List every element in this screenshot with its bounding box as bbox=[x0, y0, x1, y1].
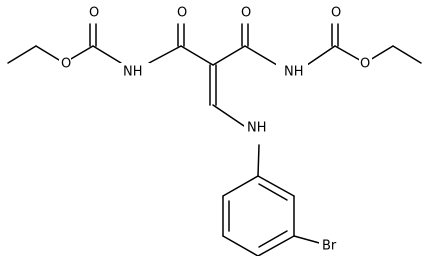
label-bg-o-center-left bbox=[176, 5, 189, 21]
ring-bond-6 bbox=[222, 175, 259, 197]
bond-ring-br bbox=[293, 235, 324, 245]
bond-nh-ring bbox=[257, 144, 260, 177]
atom-bromine: Br bbox=[322, 239, 337, 254]
atom-nh-amine: NH bbox=[247, 121, 267, 136]
bond-right-nh-c bbox=[306, 45, 336, 66]
bond-right-c-nh bbox=[244, 45, 278, 66]
atom-oxygen-right-carbonyl: O bbox=[331, 6, 341, 21]
label-bg-bromine bbox=[319, 236, 343, 254]
ring-bond-1 bbox=[257, 175, 295, 197]
atom-nh-right: NH bbox=[284, 65, 304, 80]
label-bg-o-center-right bbox=[240, 5, 253, 21]
ring-bond-4 bbox=[222, 235, 259, 256]
atom-nh-left: NH bbox=[123, 65, 143, 80]
bond-center-to-right-amide bbox=[212, 45, 246, 66]
label-bg-nh-amine bbox=[244, 119, 275, 138]
label-bg-nh-right bbox=[276, 63, 308, 81]
atom-labels: O O NH O O NH O O NH Br bbox=[59, 5, 372, 254]
bond-vinyl-nh bbox=[212, 104, 248, 129]
bond-left-c-nh bbox=[92, 45, 122, 64]
bond-ethyl-left-ch3-ch2 bbox=[7, 45, 37, 64]
label-bg-o-right-carbonyl bbox=[330, 5, 343, 21]
label-bg-o-left-carbonyl bbox=[88, 5, 100, 21]
bond-left-amide-to-center bbox=[180, 45, 214, 66]
bond-ethyl-right-ch2-ch3 bbox=[392, 45, 422, 64]
bond-left-nh-c bbox=[148, 45, 182, 64]
atom-oxygen-right-ester: O bbox=[360, 57, 370, 72]
ring-inner-bond-1 bbox=[258, 183, 288, 201]
label-bg-o-right-ester bbox=[359, 56, 372, 71]
atom-oxygen-center-right: O bbox=[241, 6, 251, 21]
atom-oxygen-center-left: O bbox=[177, 6, 187, 21]
bonds bbox=[7, 23, 422, 256]
ring-inner-bond-2 bbox=[258, 230, 288, 248]
ring-bond-3 bbox=[257, 235, 295, 256]
atom-oxygen-left-ester: O bbox=[61, 57, 71, 72]
label-bg-nh-left bbox=[119, 63, 150, 81]
atom-oxygen-left-carbonyl: O bbox=[89, 6, 99, 21]
label-bg-o-left-ester bbox=[59, 56, 71, 71]
